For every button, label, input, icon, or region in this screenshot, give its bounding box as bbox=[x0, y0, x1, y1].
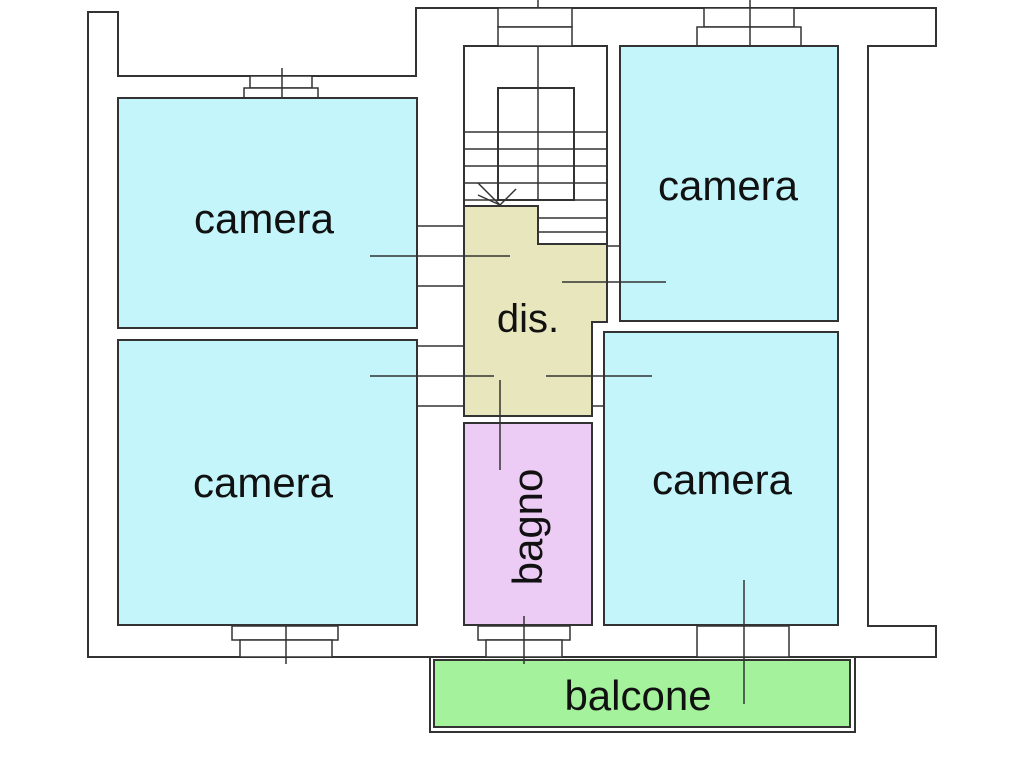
room-disimpegno bbox=[463, 205, 608, 417]
label-camera-top-left: camera bbox=[194, 195, 335, 242]
reference-lines bbox=[370, 255, 745, 704]
outer-wall-left bbox=[87, 7, 937, 658]
room-balcone bbox=[433, 659, 851, 728]
room-camera-bottom-right bbox=[603, 331, 839, 626]
label-camera-bottom-left: camera bbox=[193, 459, 334, 506]
balcony-outline bbox=[429, 656, 856, 733]
stair-treads bbox=[464, 0, 607, 233]
label-disimpegno: dis. bbox=[497, 297, 559, 341]
room-camera-top-right bbox=[619, 45, 839, 322]
window-top-left bbox=[243, 68, 319, 108]
door-bottom-right bbox=[696, 625, 790, 658]
window-top-right bbox=[696, 0, 802, 54]
window-top-stair bbox=[497, 7, 573, 47]
room-camera-bottom-left bbox=[117, 339, 418, 626]
room-bagno bbox=[463, 422, 593, 626]
label-balcone: balcone bbox=[564, 672, 711, 719]
label-bagno: bagno bbox=[504, 469, 551, 586]
room-camera-top-left bbox=[117, 97, 418, 329]
label-camera-bottom-right: camera bbox=[652, 456, 793, 503]
label-camera-top-right: camera bbox=[658, 162, 799, 209]
